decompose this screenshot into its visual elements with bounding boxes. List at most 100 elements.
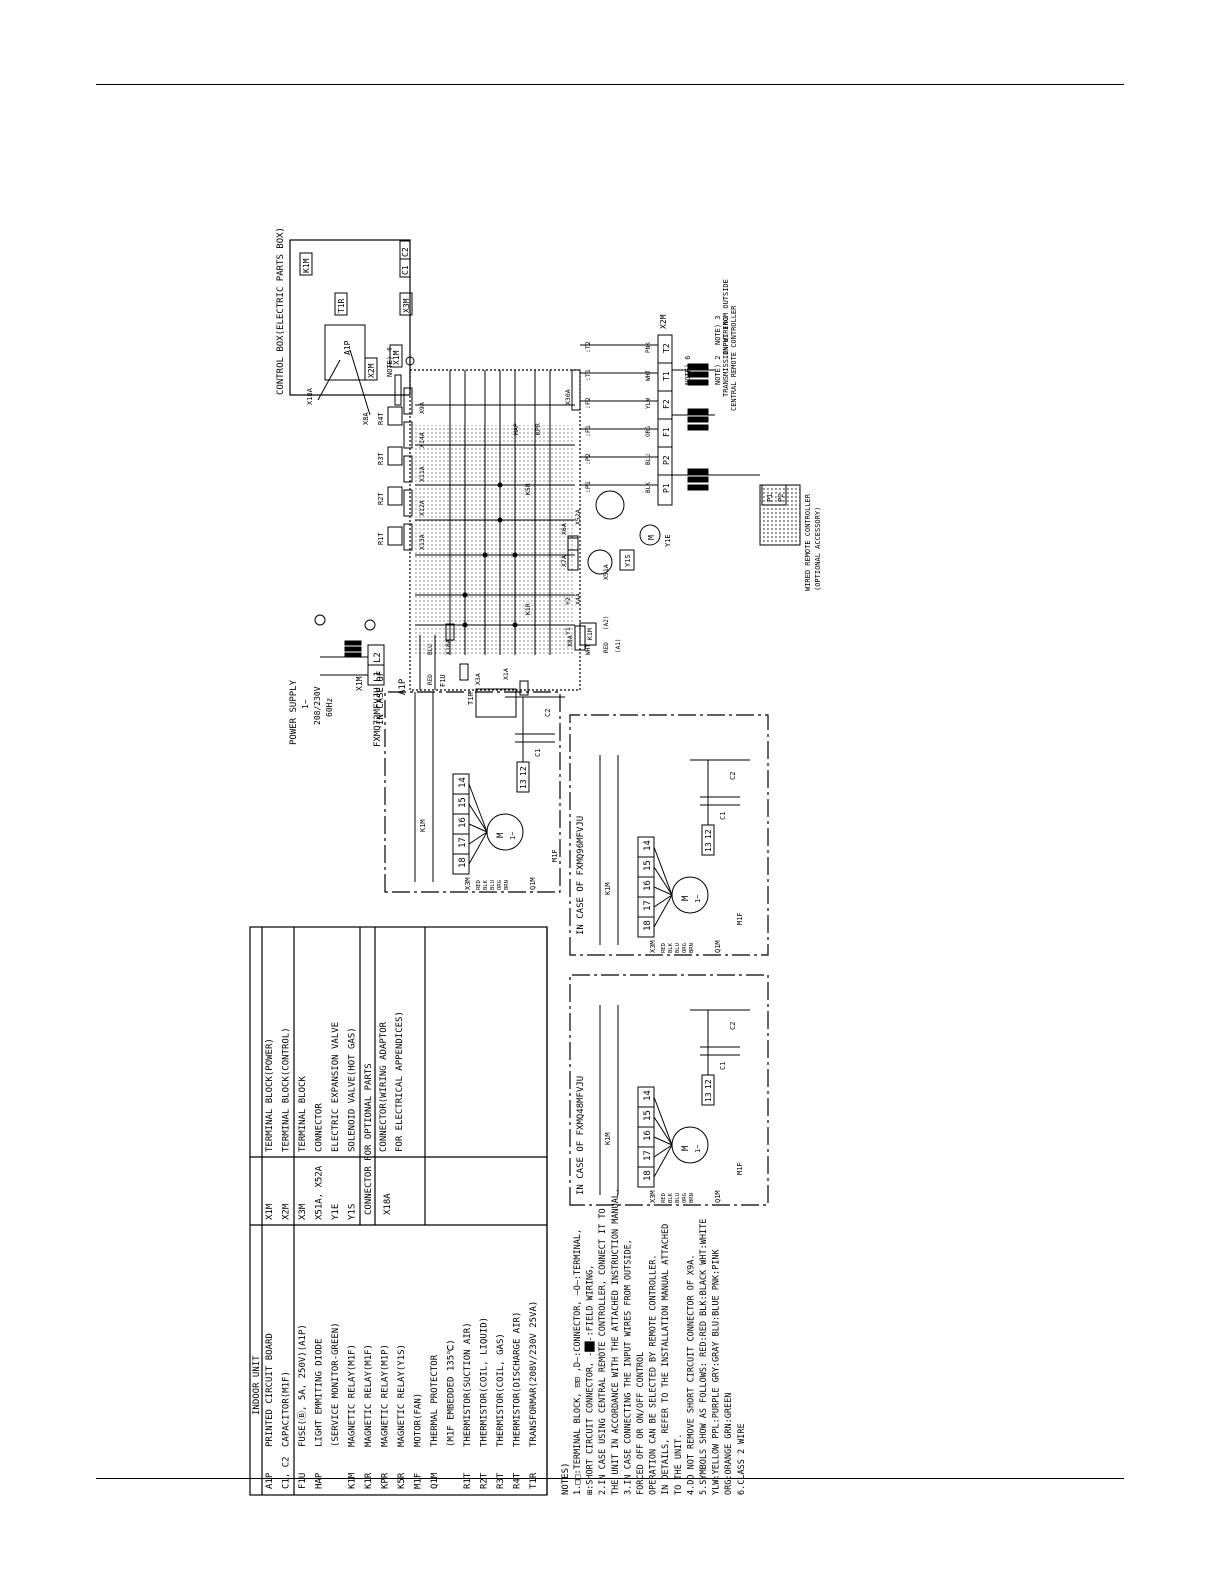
note-line: IN DETAILS, REFER TO THE INSTALLATION MA… bbox=[661, 1224, 671, 1495]
terminal-number: 15 bbox=[458, 797, 468, 808]
pcb-terminal-label: :F2 bbox=[584, 397, 592, 409]
motor-lead bbox=[468, 803, 488, 833]
note-line: YLW:YELLOW PPL:PURPLE GRY:GRAY BLU:BLUE … bbox=[712, 1248, 722, 1495]
legend-code: HAP bbox=[315, 1472, 325, 1489]
power-phase: 1~ bbox=[301, 699, 310, 709]
x2m-terminal: T1 bbox=[662, 371, 671, 381]
motor-lead bbox=[653, 1116, 673, 1146]
field-wiring-mark bbox=[687, 371, 709, 378]
legend-code: M1F bbox=[414, 1473, 424, 1489]
fuse-f1u bbox=[459, 663, 469, 681]
legend-desc: TERMINAL BLOCK bbox=[298, 1076, 308, 1152]
valve-m: M bbox=[647, 535, 656, 540]
terminal-number: 17 bbox=[458, 837, 468, 848]
connector-label: X18A bbox=[444, 639, 452, 655]
x1m-label: X1M bbox=[355, 676, 364, 691]
note-line: 4.DO NOT REMOVE SHORT CIRCUIT CONNECTOR … bbox=[686, 1254, 696, 1495]
note2-label: NOTE) 2 bbox=[714, 355, 722, 385]
legend-code: K1M bbox=[348, 1472, 358, 1489]
terminal-number: 17 bbox=[643, 900, 653, 911]
relay-label: K1M bbox=[419, 819, 427, 832]
connector-label: X13A bbox=[418, 534, 426, 550]
x2m-terminal: P2 bbox=[662, 455, 671, 465]
terminal-block-x2m bbox=[657, 334, 673, 506]
note-line: THE UNIT IN ACCORDANCE WITH THE ATTACHED… bbox=[611, 1188, 621, 1495]
wire-color: BLU bbox=[427, 644, 434, 655]
motor-lead bbox=[653, 1144, 673, 1178]
fan-motor-icon bbox=[486, 813, 524, 851]
x2m-wire-color: BLU bbox=[645, 454, 652, 465]
notes-title: NOTES) bbox=[561, 1462, 571, 1495]
motor-label: M1F bbox=[551, 849, 559, 862]
connector-x6a bbox=[567, 535, 579, 551]
pin-label: (A2) bbox=[603, 616, 610, 630]
field-wiring-mark bbox=[687, 363, 709, 370]
legend-header: INDOOR UNIT bbox=[252, 1355, 262, 1415]
note-line: 3.IN CASE CONNECTING THE INPUT WIRES FRO… bbox=[623, 1239, 633, 1495]
ground-icon bbox=[364, 619, 376, 631]
junction-dot bbox=[497, 482, 503, 488]
wire-color: BRN bbox=[689, 1193, 695, 1203]
legend-code: R2T bbox=[480, 1472, 490, 1489]
connector-label: X1A bbox=[502, 668, 510, 680]
terminal-l1: L1 bbox=[373, 671, 383, 682]
x2m-label: X2M bbox=[659, 314, 668, 329]
thermistor-r1t bbox=[387, 526, 403, 546]
relay-k1m bbox=[579, 622, 597, 646]
pointer-line bbox=[317, 359, 341, 401]
wire-color: BLK bbox=[483, 879, 489, 890]
terminal-number: 14 bbox=[643, 840, 653, 851]
terminal-block-label: X3M bbox=[649, 1190, 657, 1203]
legend-code: X1M bbox=[265, 1203, 275, 1220]
legend-code: R4T bbox=[513, 1472, 523, 1489]
motor-lead bbox=[653, 1096, 673, 1146]
thermistor-label: R4T bbox=[377, 412, 385, 425]
legend-desc: MAGNETIC RELAY(M1F) bbox=[348, 1344, 358, 1447]
remote-label: WIRED REMOTE CONTROLLER bbox=[804, 493, 812, 591]
note-line: 2.IN CASE USING CENTRAL REMOTE CONTROLLE… bbox=[598, 1208, 608, 1495]
connector-x8a-label: X8A bbox=[362, 412, 370, 425]
legend-desc: THERMAL PROTECTOR bbox=[430, 1354, 440, 1447]
aux-terminal: 12 bbox=[704, 829, 713, 839]
fan-box-48-title: IN CASE OF FXMQ48MFVJU bbox=[576, 1076, 586, 1195]
aux-terminal: 12 bbox=[704, 1079, 713, 1089]
motor-label: M1F bbox=[736, 1162, 744, 1175]
field-wiring-mark bbox=[344, 652, 362, 658]
wire-color: BLK bbox=[668, 1192, 674, 1203]
led-label: HAP bbox=[512, 423, 520, 435]
thermistor-label: R1T bbox=[377, 532, 385, 545]
connector-label: X14A bbox=[418, 432, 426, 448]
cap-label: C2 bbox=[729, 1022, 737, 1030]
part-x2m: X2M bbox=[367, 363, 376, 378]
connector-label: X51A bbox=[602, 564, 610, 580]
x2m-terminal: F2 bbox=[662, 399, 671, 409]
legend-code: T1R bbox=[529, 1472, 539, 1489]
control-box: CONTROL BOX(ELECTRIC PARTS BOX) bbox=[276, 227, 411, 396]
motor-m: M bbox=[496, 832, 506, 838]
wire-color: BLU bbox=[675, 1193, 681, 1203]
relay-label: K1R bbox=[524, 603, 532, 615]
cap-label: C1 bbox=[719, 812, 727, 820]
cap-label: C1 bbox=[719, 1062, 727, 1070]
pcb-point: Y1 bbox=[564, 627, 572, 635]
wire-color: RED bbox=[603, 642, 610, 653]
motor-lead bbox=[468, 831, 488, 845]
footer-rule bbox=[96, 1478, 1124, 1479]
aux-terminal: 13 bbox=[704, 1092, 713, 1102]
legend-desc: MOTOR(FAN) bbox=[414, 1393, 424, 1447]
legend-desc: MAGNETIC RELAY(M1F) bbox=[364, 1344, 374, 1447]
x2m-terminal: P1 bbox=[662, 483, 671, 493]
connector-x30a bbox=[571, 369, 581, 411]
connector-label: X9A bbox=[418, 402, 426, 414]
remote-sublabel: (OPTIONAL ACCESSORY) bbox=[814, 507, 822, 591]
legend-code: K1R bbox=[364, 1472, 374, 1489]
legend-code: X2M bbox=[282, 1203, 292, 1220]
legend-code: K5R bbox=[397, 1472, 407, 1489]
power-voltage: 208/230V bbox=[313, 686, 322, 725]
fan-box-96: IN CASE OF FXMQ96MFVJU bbox=[569, 714, 769, 956]
x2m-wire-color: BLK bbox=[645, 482, 652, 493]
junction-dot bbox=[497, 517, 503, 523]
thermistor-r2t bbox=[387, 486, 403, 506]
legend-desc: FOR ELECTRICAL APPENDICES) bbox=[395, 1011, 405, 1152]
terminal-number: 18 bbox=[643, 920, 653, 931]
